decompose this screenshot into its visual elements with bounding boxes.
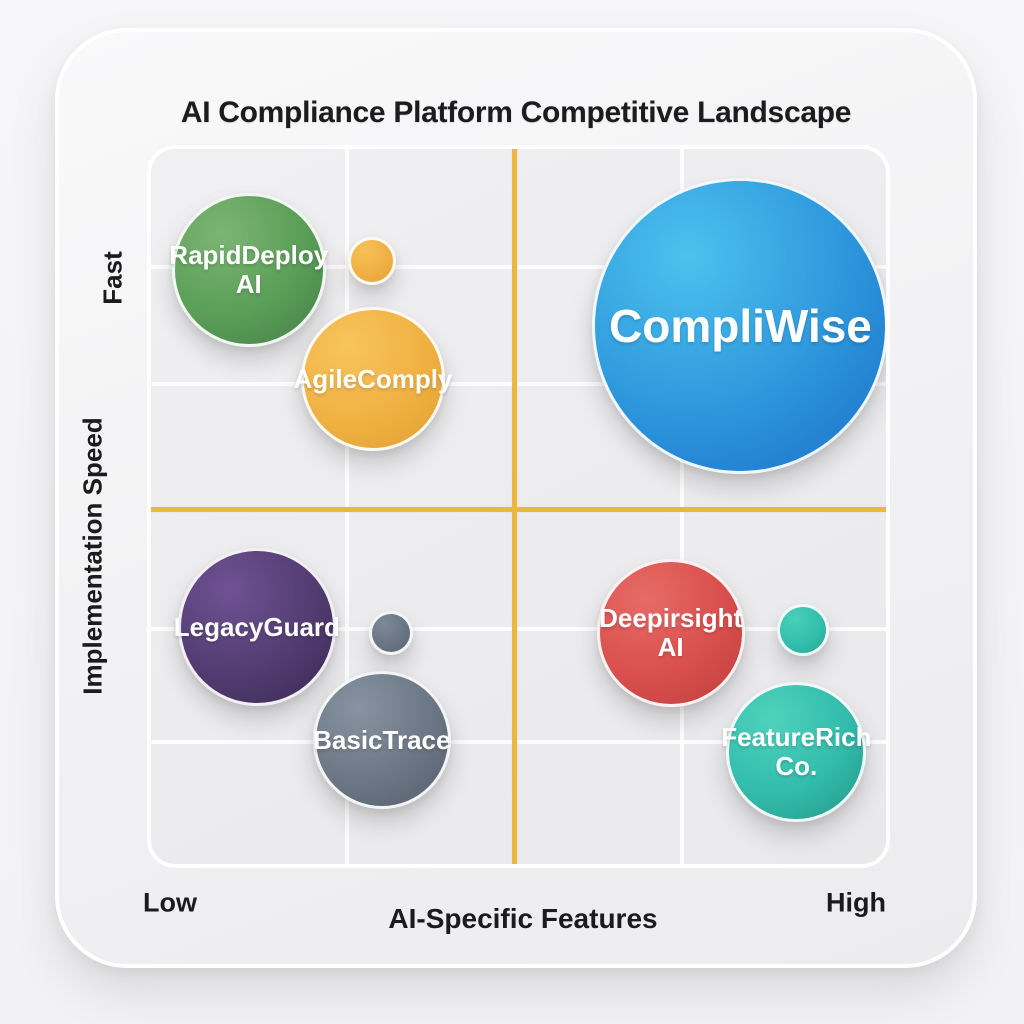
gridline-vertical-2 xyxy=(680,149,684,864)
bubble-agilecomply: AgileComply xyxy=(294,307,452,452)
quadrant-divider-horizontal xyxy=(151,507,886,512)
bubble-basictrace: BasicTrace xyxy=(312,671,451,810)
bubble-label-line: AgileComply xyxy=(293,363,453,394)
bubble-compliwise: CompliWise xyxy=(592,178,886,475)
gridline-horizontal-2 xyxy=(151,382,886,386)
x-axis-label: AI-Specific Features xyxy=(388,903,658,934)
bubble-label-line: AI xyxy=(235,268,262,299)
bubble-label-line: FeatureRich xyxy=(721,721,872,752)
gridline-horizontal-4 xyxy=(151,740,886,744)
bubble-unlabeled-gray xyxy=(369,611,414,656)
gridline-horizontal-1 xyxy=(151,265,886,269)
bubble-legacyguard: LegacyGuard xyxy=(174,548,340,707)
bubble-label-line: CompliWise xyxy=(609,299,872,352)
y-axis-tick-fast: Fast xyxy=(97,251,128,305)
y-axis-label: Implementation Speed xyxy=(77,417,108,695)
bubble-label-line: LegacyGuard xyxy=(173,611,340,642)
bubble-unlabeled-yellow xyxy=(348,237,397,286)
chart-title: AI Compliance Platform Competitive Lands… xyxy=(180,96,852,129)
gridline-vertical-1 xyxy=(345,149,349,864)
bubble-label-line: Deepirsight xyxy=(599,602,743,633)
bubble-label-line: BasicTrace xyxy=(313,724,451,755)
x-axis-tick-high: High xyxy=(826,887,886,918)
bubble-label-line: RapidDeploy xyxy=(169,239,329,270)
gridline-horizontal-3 xyxy=(151,627,886,631)
bubble-label-line: Co. xyxy=(775,750,818,781)
x-axis-tick-low: Low xyxy=(143,887,197,918)
quadrant-divider-vertical xyxy=(512,149,517,864)
bubble-label-line: AI xyxy=(657,632,684,663)
bubble-unlabeled-teal xyxy=(776,604,829,657)
